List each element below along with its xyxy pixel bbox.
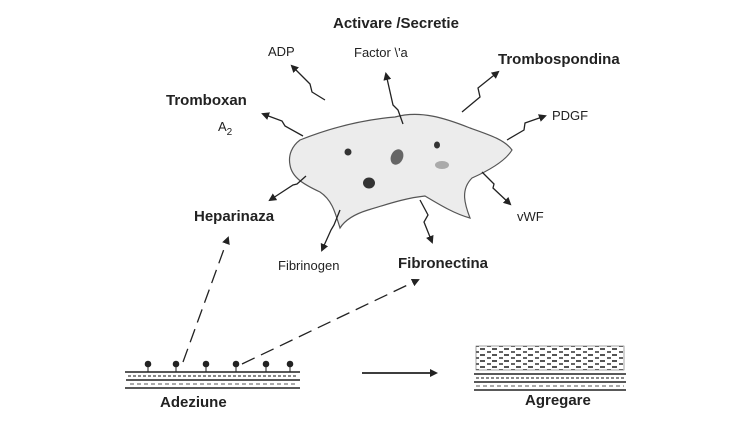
zigzag-arrow-tromboxan [261,112,304,137]
label-agregare: Agregare [525,392,591,409]
label-fibrinogen: Fibrinogen [278,258,339,273]
organelle [390,149,404,165]
adhered-platelets [144,360,294,372]
zigzag-arrow-heparinaza [268,175,307,202]
aggregation-mass [474,345,626,391]
platelet-cell [288,113,513,230]
label-heparinaza: Heparinaza [194,208,275,225]
zigzag-arrow-fibrinogen [320,209,341,252]
dashed-arrow-to-fibronectina [241,278,420,365]
zigzag-arrow-adp [290,64,326,101]
zigzag-arrow-vwf [481,171,512,206]
label-adp: ADP [268,44,295,59]
label-pdgf: PDGF [552,108,588,123]
organelle [363,177,375,189]
adhesion-surface [125,371,300,389]
label-factor-va: Factor \'a [354,45,409,60]
label-tromboxan: Tromboxan [166,92,247,109]
organelle [434,141,440,149]
zigzag-arrow-trombospondina [461,70,500,113]
organelle [344,148,352,156]
label-activation: Activare /Secretie [333,15,459,32]
label-adeziune: Adeziune [160,394,227,411]
organelle [435,161,449,169]
label-vwf: vWF [517,209,544,224]
label-fibronectina: Fibronectina [398,255,489,272]
label-a2: A2 [218,119,233,138]
label-trombospondina: Trombospondina [498,51,620,68]
zigzag-arrow-pdgf [506,114,547,141]
zigzag-arrow-fibronectina [419,199,434,244]
dashed-arrow-to-heparinaza [182,236,230,363]
zigzag-arrow-factor-va [383,72,404,125]
